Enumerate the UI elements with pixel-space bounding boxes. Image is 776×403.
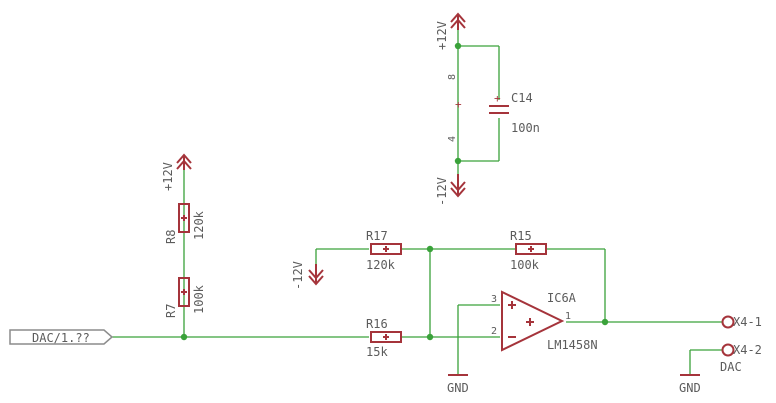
dac-input-label: DAC/1.?? xyxy=(32,331,90,345)
gnd-opamp-symbol: GND xyxy=(447,374,469,395)
ic6a-value: LM1458N xyxy=(547,338,598,352)
junction-dot xyxy=(426,333,434,341)
resistor-r17[interactable]: R17 120k xyxy=(366,229,402,272)
neg-supply-symbol: -12V xyxy=(291,261,324,290)
supply-top-symbol: +12V xyxy=(435,12,466,50)
r16-name: R16 xyxy=(366,317,388,331)
dac-input-port[interactable]: DAC/1.?? xyxy=(9,329,114,345)
resistor-r15[interactable]: R15 100k xyxy=(510,229,547,272)
opamp-pin2-label: 2 xyxy=(491,326,497,337)
connector-x4-2[interactable]: X4-2 DAC xyxy=(720,343,762,374)
capacitor-c14[interactable]: + C14 100n xyxy=(489,91,540,135)
ic6a-name: IC6A xyxy=(547,291,577,305)
supply-bottom-label: -12V xyxy=(435,177,449,206)
resistor-body xyxy=(515,243,547,255)
junction-dot xyxy=(426,245,434,253)
pin8-label: 8 xyxy=(447,74,458,80)
gnd-opamp-label: GND xyxy=(447,381,469,395)
neg-supply-label: -12V xyxy=(291,261,305,290)
r15-value: 100k xyxy=(510,258,540,272)
r8-name: R8 xyxy=(164,230,178,244)
connector-pad xyxy=(721,343,735,357)
port-flag-shape xyxy=(9,329,114,345)
junction-dot xyxy=(454,157,462,165)
pin4-label: 4 xyxy=(447,136,458,142)
opamp-pin3-label: 3 xyxy=(491,294,497,305)
gnd-connector-symbol: GND xyxy=(679,374,701,395)
x4-2-net-label: DAC xyxy=(720,360,742,374)
resistor-body xyxy=(370,331,402,343)
junction-dot xyxy=(601,318,609,326)
supply-top-label: +12V xyxy=(435,21,449,50)
r15-name: R15 xyxy=(510,229,532,243)
r7-value: 100k xyxy=(192,284,206,314)
ic-supply-pins: 8 + 4 xyxy=(447,74,462,142)
c14-name: C14 xyxy=(511,91,533,105)
supply-bottom-symbol: -12V xyxy=(435,174,466,206)
r16-value: 15k xyxy=(366,345,388,359)
opamp-ic6a[interactable]: 3 2 1 IC6A LM1458N xyxy=(491,290,598,352)
wires xyxy=(112,28,722,374)
r17-name: R17 xyxy=(366,229,388,243)
x4-1-label: X4-1 xyxy=(733,315,762,329)
resistor-body xyxy=(370,243,402,255)
resistor-r7[interactable]: R7 100k xyxy=(164,277,206,318)
connector-x4-1[interactable]: X4-1 xyxy=(721,315,762,329)
junction-dot xyxy=(454,42,462,50)
resistor-r8[interactable]: R8 120k xyxy=(164,203,206,244)
divider-supply-label: +12V xyxy=(161,162,175,191)
divider-supply-symbol: +12V xyxy=(161,153,192,191)
capacitor-plus-mark: + xyxy=(494,92,501,105)
r8-value: 120k xyxy=(192,210,206,240)
r7-name: R7 xyxy=(164,304,178,318)
resistor-r16[interactable]: R16 15k xyxy=(366,317,402,359)
resistor-body xyxy=(178,203,190,233)
junctions xyxy=(180,42,609,341)
opamp-pin1-label: 1 xyxy=(565,311,571,322)
c14-value: 100n xyxy=(511,121,540,135)
r17-value: 120k xyxy=(366,258,396,272)
opamp-triangle xyxy=(501,290,565,352)
resistor-body xyxy=(178,277,190,307)
supply-plus-mark: + xyxy=(455,98,462,111)
junction-dot xyxy=(180,333,188,341)
x4-2-label: X4-2 xyxy=(733,343,762,357)
gnd-connector-label: GND xyxy=(679,381,701,395)
connector-pad xyxy=(721,315,735,329)
